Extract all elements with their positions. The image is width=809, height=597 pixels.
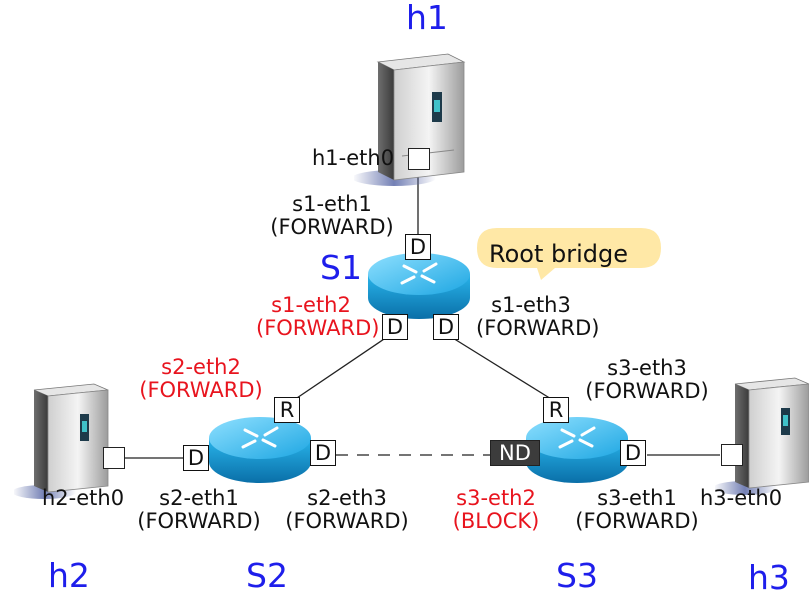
link-s1-s3 [447,334,557,403]
s3-eth2-state: (BLOCK) [452,509,540,533]
s2-eth2-role: R [274,397,300,423]
s1-eth1-state: (FORWARD) [270,215,394,239]
h3-iface-label: h3-eth0 [700,486,783,510]
s1-eth3-iface: s1-eth3 [491,293,571,317]
s3-eth3-iface: s3-eth3 [607,356,687,380]
s2-eth3-role: D [310,440,336,466]
s2-eth2-iface: s2-eth2 [161,355,241,379]
server-h1-icon [354,53,466,186]
switch-s1-icon [368,253,470,319]
host-h2-name: h2 [48,556,90,595]
s2-eth2-label: s2-eth2 (FORWARD) [136,356,266,402]
link-s1-s2 [290,334,391,403]
s2-eth1-label: s2-eth1 (FORWARD) [130,487,268,533]
s1-eth3-state: (FORWARD) [476,316,600,340]
s1-eth3-role: D [433,314,459,340]
root-bridge-callout [477,228,661,280]
s2-eth3-iface: s2-eth3 [307,486,387,510]
s3-eth2-label: s3-eth2 (BLOCK) [444,487,548,533]
s2-eth1-role: D [183,445,209,471]
s3-eth1-state: (FORWARD) [575,509,699,533]
s1-eth1-role: D [405,234,431,260]
switch-s1-name: S1 [320,248,362,287]
s3-eth3-state: (FORWARD) [585,379,709,403]
s1-eth2-state: (FORWARD) [256,316,380,340]
s2-eth3-state: (FORWARD) [285,509,409,533]
s1-eth1-iface: s1-eth1 [292,192,372,216]
s3-eth1-role: D [620,440,646,466]
switch-s2-icon [209,417,311,483]
host-h3-name: h3 [748,558,790,597]
s3-eth3-role: R [543,397,569,423]
s2-eth3-label: s2-eth3 (FORWARD) [278,487,416,533]
s3-eth1-iface: s3-eth1 [597,486,677,510]
server-h3-icon [715,377,809,495]
s3-eth3-label: s3-eth3 (FORWARD) [574,357,720,403]
s3-eth1-label: s3-eth1 (FORWARD) [568,487,706,533]
s1-eth3-label: s1-eth3 (FORWARD) [476,293,600,340]
s1-eth2-role: D [382,314,408,340]
root-bridge-label: Root bridge [489,240,629,268]
switch-s3-name: S3 [556,556,598,595]
s3-eth2-role: ND [490,440,540,466]
h1-nic-port [408,148,430,170]
server-h2-icon [14,383,109,499]
s2-eth2-state: (FORWARD) [139,378,263,402]
host-h1-name: h1 [406,0,448,37]
h2-iface-label: h2-eth0 [42,486,125,510]
s1-eth2-label: s1-eth2 (FORWARD) [256,293,380,340]
s1-eth2-iface: s1-eth2 [271,293,351,317]
s3-eth2-iface: s3-eth2 [456,486,536,510]
switch-s3-icon [526,417,628,483]
s2-eth1-iface: s2-eth1 [159,486,239,510]
switch-s2-name: S2 [246,556,288,595]
s2-eth1-state: (FORWARD) [137,509,261,533]
h1-iface-label: h1-eth0 [312,146,395,170]
s1-eth1-label: s1-eth1 (FORWARD) [262,193,402,239]
h2-nic-port [103,447,125,469]
h3-nic-port [721,444,743,466]
